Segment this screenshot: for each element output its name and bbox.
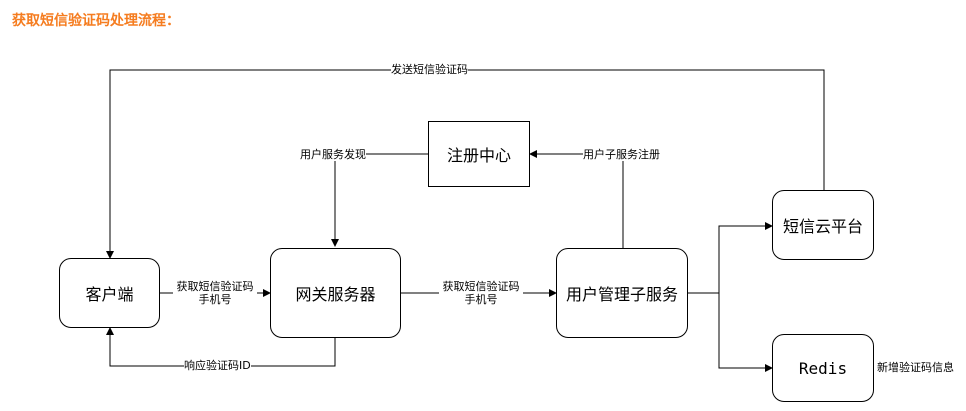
sms-cloud-node: 短信云平台 [772,190,874,260]
label-client-gateway-line1: 获取短信验证码 [176,280,254,293]
label-client-gateway: 获取短信验证码 手机号 [173,280,257,306]
redis-node: Redis [772,334,874,402]
label-redis-note: 新增验证码信息 [877,361,954,374]
label-register: 用户子服务注册 [583,148,660,161]
label-response: 响应验证码ID [184,359,251,372]
client-node: 客户端 [59,258,160,328]
label-gateway-user-line2: 手机号 [464,293,498,306]
edge-discovery [331,153,428,247]
label-send-sms: 发送短信验证码 [391,63,468,76]
edge-register [529,150,624,248]
edge-user-sms [718,222,773,293]
label-discovery: 用户服务发现 [300,148,366,161]
registry-node: 注册中心 [428,121,530,187]
user-service-node: 用户管理子服务 [556,248,688,338]
gateway-node: 网关服务器 [270,248,401,338]
label-client-gateway-line2: 手机号 [198,293,232,306]
label-gateway-user: 获取短信验证码 手机号 [439,280,523,306]
edge-user-redis [718,293,773,372]
page-title: 获取短信验证码处理流程： [12,13,180,29]
label-gateway-user-line1: 获取短信验证码 [442,280,520,293]
